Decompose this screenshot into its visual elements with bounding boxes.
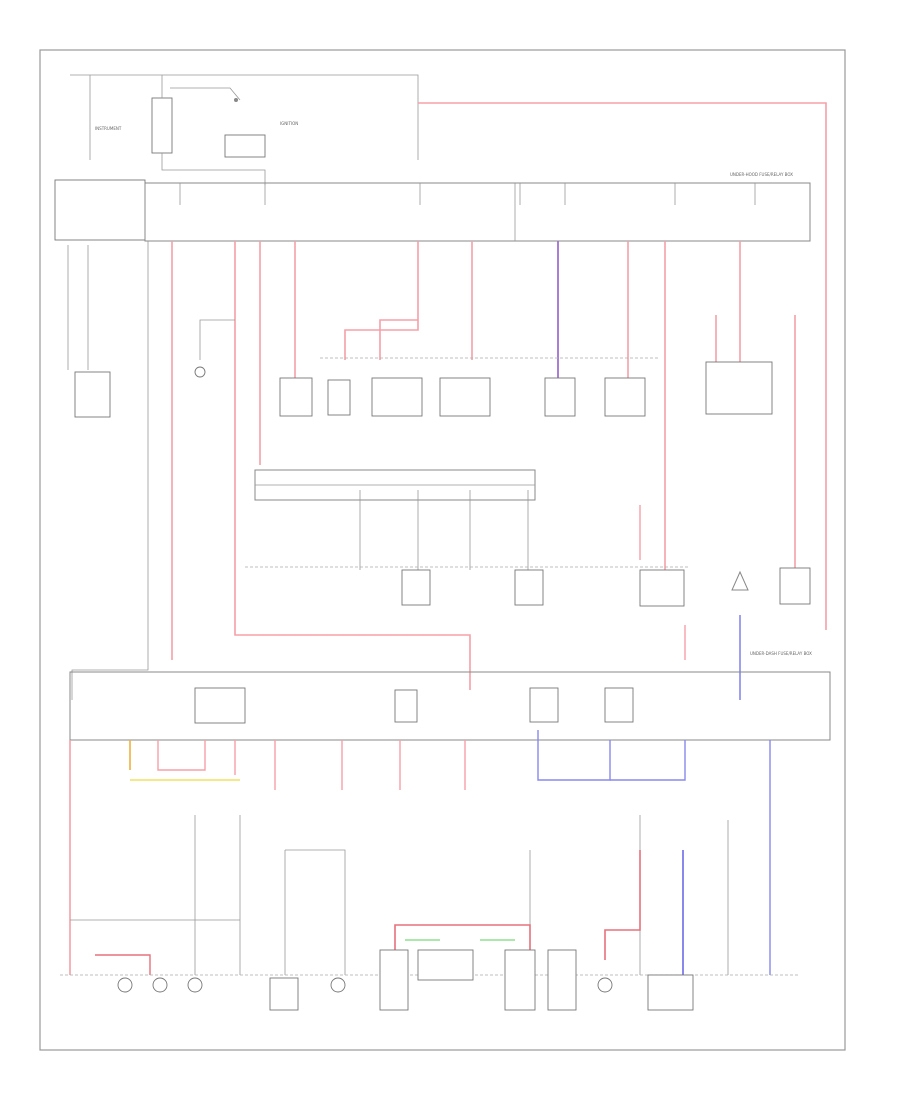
main-feed-gray: [71, 241, 149, 700]
diagram-frame: [39, 49, 846, 1051]
relay-1: [279, 377, 313, 417]
sense-wire-red: [418, 102, 827, 630]
load-lamp-4: [330, 977, 346, 993]
feed-red-6: [379, 319, 418, 360]
left-ground-block: [74, 371, 111, 418]
svg-text:UNDER-HOOD FUSE/RELAY BOX: UNDER-HOOD FUSE/RELAY BOX: [730, 172, 793, 177]
relay-9: [639, 569, 685, 607]
lower-fuse-box: UNDER-DASH FUSE/RELAY BOX: [69, 651, 831, 741]
load-box-6: [647, 974, 694, 1011]
dash-relay-strip: [254, 469, 536, 570]
load-lamp-3: [187, 977, 203, 993]
lower-blue-a: [537, 730, 611, 781]
load-lamp-2: [152, 977, 168, 993]
relay-2: [327, 379, 351, 416]
feed-red-2: [234, 241, 471, 690]
relay-6: [604, 377, 646, 417]
fan-controller: [705, 361, 773, 415]
relay-4: [439, 377, 491, 417]
bottom-load-row: [60, 949, 800, 1011]
lower-blue-b: [610, 740, 686, 781]
left-fuse-box: [54, 179, 146, 241]
relay-3: [371, 377, 423, 417]
bottom-red-right: [604, 850, 641, 960]
load-lamp-5: [597, 977, 613, 993]
branch-wire-3: [285, 849, 346, 975]
load-box-4: [504, 949, 536, 1011]
svg-text:IGNITION: IGNITION: [280, 121, 298, 126]
battery: [151, 97, 173, 154]
bottom-red-left: [95, 954, 151, 975]
svg-text:UNDER-DASH FUSE/RELAY BOX: UNDER-DASH FUSE/RELAY BOX: [750, 651, 812, 656]
feed-red-5: [344, 241, 419, 360]
relay-10: [779, 567, 811, 605]
load-box-1: [269, 977, 299, 1011]
relay-5: [544, 377, 576, 417]
underhood-fuse-relay-box: UNDER-HOOD FUSE/RELAY BOX: [144, 172, 811, 242]
load-box-3: [417, 949, 474, 981]
diode-symbol: [731, 570, 749, 591]
load-lamp-1: [117, 977, 133, 993]
bottom-red-loop: [394, 924, 531, 950]
ignition-switch: [224, 134, 266, 158]
load-box-5: [547, 949, 577, 1011]
relay-row-middle: [245, 505, 811, 700]
load-box-2: [379, 949, 409, 1011]
battery-ignition-section: INSTRUMENT IGNITION: [70, 74, 419, 185]
relay-row-upper: [194, 357, 773, 417]
relay-8: [514, 569, 544, 606]
svg-text:INSTRUMENT: INSTRUMENT: [95, 126, 122, 131]
lower-red-a: [157, 740, 206, 771]
relay-7: [401, 569, 431, 606]
feed-gray-2: [199, 319, 235, 360]
